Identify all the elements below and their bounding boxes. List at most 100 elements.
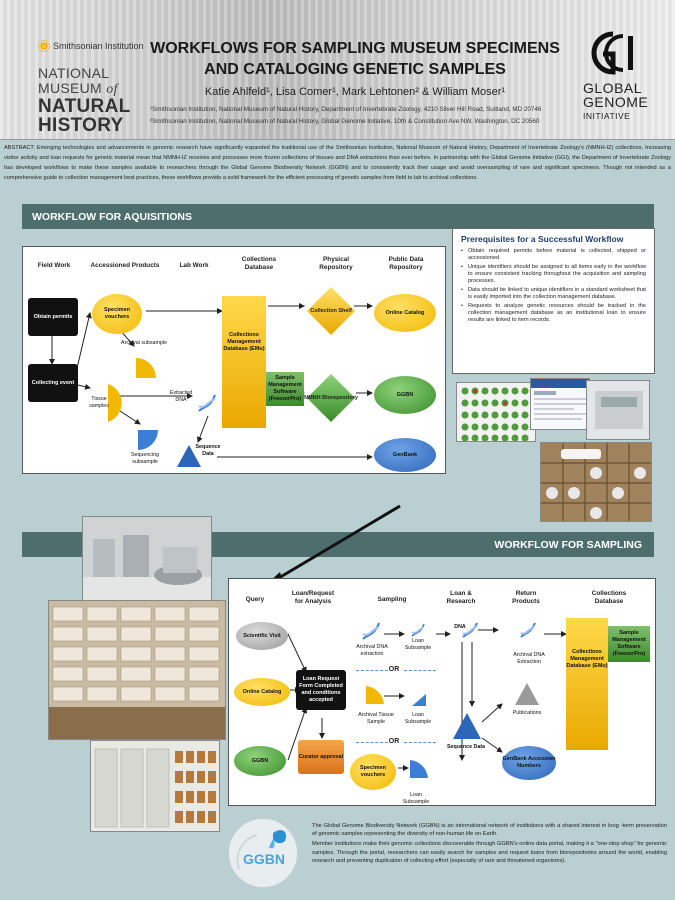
collection-shelf-label: Collection Shelf: [310, 307, 352, 314]
ggi-mark-icon: [591, 31, 633, 75]
sample-management-node: Sample Management Software (FreezerPro): [266, 372, 304, 406]
lab-equipment-image: [587, 381, 649, 439]
genbank-node: GenBank: [374, 438, 436, 472]
samp-col-loan-request: Loan/Request for Analysis: [291, 590, 335, 605]
ggi-logo: GLOBAL GENOME INITIATIVE: [583, 30, 653, 123]
sampling-sms-node: Sample Management Software (FreezerPro): [608, 626, 650, 662]
prereq-item: Data should be linked to unique identifi…: [461, 287, 646, 301]
acq-col-accessioned: Accessioned Products: [90, 262, 160, 269]
or-divider: [404, 742, 436, 743]
prereq-list: Obtain required permits before material …: [461, 248, 646, 325]
sequence-data-label: Sequence Data: [195, 444, 221, 457]
loan-tissue-shape: [412, 694, 426, 706]
ggbn-logo: GGBN: [228, 818, 298, 888]
acq-col-public: Public Data Repository: [388, 256, 424, 271]
specimen-drawer-photo: [48, 600, 226, 740]
or-label-1: OR: [388, 666, 400, 673]
loan-subsample-label-3: Loan Subsample: [402, 792, 430, 805]
samp-cms-label: Collections Management Database (EMu): [566, 648, 608, 669]
loan-request-box: Loan Request Form Completed and conditio…: [296, 670, 346, 710]
curator-approval-box: Curator approval: [298, 740, 344, 774]
nmnh-line1: NATIONAL: [38, 65, 110, 81]
samp-col-database: Collections Database: [591, 590, 627, 605]
archival-tissue-label: Archival Tissue Sample: [358, 712, 394, 725]
title-line2: AND CATALOGING GENETIC SAMPLES: [204, 61, 506, 78]
acq-col-field-work: Field Work: [37, 262, 71, 269]
title-line1: WORKFLOWS FOR SAMPLING MUSEUM SPECIMENS: [150, 40, 560, 57]
nmnh-of: of: [106, 82, 118, 97]
storage-shelves-photo: [90, 740, 220, 832]
lab-photo: [82, 516, 212, 608]
nmnh-line3: NATURAL: [38, 96, 131, 117]
database-screenshot-image: [531, 379, 589, 429]
archival-dna-extraction-label: Archival DNA extraction: [356, 644, 388, 657]
archival-dna-icon: [362, 622, 380, 640]
prerequisites-box: Prerequisites for a Successful Workflow …: [452, 228, 655, 374]
specimen-drawer-image: [49, 601, 225, 739]
poster-title: WORKFLOWS FOR SAMPLING MUSEUM SPECIMENS …: [140, 38, 570, 80]
smithsonian-label: Smithsonian Institution: [53, 41, 144, 51]
storage-shelves-image: [91, 741, 219, 831]
tube-rack-image: [457, 383, 535, 441]
archival-tissue-shape: [366, 686, 384, 704]
sampling-sequence-data-label: Sequence Data: [447, 744, 485, 750]
or-divider: [356, 742, 388, 743]
sampling-collections-database-node: Collections Management Database (EMu): [566, 618, 608, 750]
sequencing-subsample-shape: [138, 430, 158, 450]
ggi-line1: GLOBAL: [583, 80, 643, 96]
poster-header: [0, 0, 675, 140]
sequence-data-shape: [177, 445, 201, 467]
sun-icon: [38, 40, 50, 52]
prereq-item: Requests to analyze genetic resources sh…: [461, 303, 646, 325]
smithsonian-logo: Smithsonian Institution: [38, 38, 148, 54]
collections-database-node: Collections Management Database (EMu): [222, 296, 266, 428]
dna-helix-icon: [198, 394, 216, 412]
samp-col-sampling: Sampling: [377, 596, 407, 603]
samp-col-query: Query: [245, 596, 265, 603]
nmnh-line4: HISTORY: [38, 115, 124, 136]
sequencing-subsample-label: Sequencing subsample: [131, 452, 159, 465]
extracted-dna-label: Extracted DNA: [169, 390, 193, 403]
ggbn-logo-text: GGBN: [243, 851, 285, 867]
database-screenshot-photo: [530, 378, 590, 430]
ggi-line2: GENOME: [583, 94, 649, 110]
acq-col-physical: Physical Repository: [319, 256, 353, 271]
tissue-samples-label: Tissue samples: [89, 396, 109, 409]
dna-label: DNA: [454, 624, 466, 630]
loan-voucher-shape: [410, 760, 428, 778]
acq-col-database: Collections Database: [241, 256, 277, 271]
acquisitions-section-bar: WORKFLOW FOR AQUISITIONS: [22, 204, 654, 229]
sampling-sequence-data-shape: [453, 713, 481, 739]
acq-cms-label: Collections Management Database (EMu): [223, 331, 265, 352]
sampling-title: WORKFLOW FOR SAMPLING: [494, 538, 642, 551]
lab-equipment-photo: [586, 380, 650, 440]
or-divider: [404, 670, 436, 671]
nmnh-logo: NATIONAL MUSEUM of NATURAL HISTORY: [38, 65, 158, 136]
freezer-box-photo: [540, 442, 652, 522]
abstract: ABSTRACT: Emerging technologies and adva…: [4, 145, 671, 181]
prereq-item: Unique identifiers should be assigned to…: [461, 264, 646, 286]
or-divider: [356, 670, 388, 671]
acquisitions-title: WORKFLOW FOR AQUISITIONS: [32, 210, 193, 223]
tissue-samples-shape: [108, 384, 122, 422]
acquisitions-arrows: [49, 303, 373, 460]
authors: Katie Ahlfeld¹, Lisa Comer¹, Mark Lehton…: [204, 86, 506, 98]
online-catalog-node: Online Catalog: [374, 294, 436, 332]
tube-rack-photo: [456, 382, 536, 442]
prereq-title: Prerequisites for a Successful Workflow: [461, 234, 624, 244]
specimen-vouchers-node: Specimen vouchers: [92, 294, 142, 334]
specimen-vouchers-sampling-node: Specimen vouchers: [350, 754, 396, 790]
return-dna-icon: [520, 622, 536, 638]
affiliation-2: ²Smithsonian Institution, National Museu…: [150, 118, 540, 125]
ggi-line3: INITIATIVE: [583, 111, 631, 121]
publications-shape: [515, 683, 539, 705]
scientific-visit-node: Scientific Visit: [236, 622, 288, 650]
or-label-2: OR: [388, 738, 400, 745]
obtain-permits-box: Obtain permits: [28, 298, 78, 336]
affiliations: ¹Smithsonian Institution, National Museu…: [150, 104, 580, 128]
samp-col-loan-research: Loan & Research: [446, 590, 476, 605]
ggbn-butterfly-icon: [236, 830, 287, 870]
ggbn-para-1: The Global Genome Biodiversity Network (…: [312, 823, 667, 838]
collecting-event-box: Collecting event: [28, 364, 78, 402]
loan-subsample-label-2: Loan Subsample: [404, 712, 432, 725]
